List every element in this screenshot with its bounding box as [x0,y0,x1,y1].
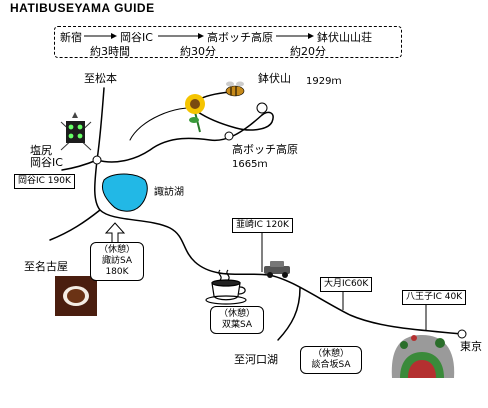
label-kawaguchiko: 至河口湖 [234,353,278,366]
label-nirasaki: 韮崎IC 120K [232,218,293,233]
rest-futaba-name: 双葉SA [221,320,253,330]
rest-dangozaka-tag: （休憩） [312,349,349,359]
road-upper-curve [129,107,201,141]
route-stop-takabotchi: 高ボッチ高原 [207,31,273,44]
rest-suwa-tag: （休憩） [98,245,135,255]
coffee-photo-icon [55,276,97,316]
route-time-3: 約20分 [290,45,326,58]
sunflower-icon [185,94,205,133]
traffic-light-icon [60,112,92,151]
road-to-matsumoto [96,87,105,161]
label-hachibuse-alt: 1929ｍ [306,76,342,87]
label-tokyo: 東京 [460,340,482,353]
route-summary [54,26,402,58]
rest-suwa-sa: （休憩） 諏訪SA 180K [90,242,144,281]
bee-icon [225,81,245,97]
hachibuse-node [256,102,268,114]
road-to-nagoya [49,209,101,241]
road-to-shiojiri [61,159,98,171]
suwa-sa-arrow [104,222,126,243]
route-stop-sanso: 鉢伏山山荘 [317,31,372,44]
rest-futaba-sa: （休憩） 双葉SA [210,306,264,334]
label-takabotchi: 高ボッチ高原 [232,143,298,156]
tunnel-icon [391,335,455,378]
map-title: HATIBUSEYAMA GUIDE [10,1,155,15]
label-suwa-lake: 諏訪湖 [154,187,184,198]
route-stop-okaya-ic: 岡谷IC [120,31,153,44]
route-stop-shinjuku: 新宿 [60,31,82,44]
car-icon [264,261,290,278]
label-okaya-ic: 岡谷IC [30,156,63,169]
suwa-lake [101,173,148,212]
rest-dangozaka-sa: （休憩） 談合坂SA [300,346,362,374]
rest-dangozaka-name: 談合坂SA [311,360,351,370]
route-time-2: 約30分 [180,45,216,58]
label-nagoya: 至名古屋 [24,260,68,273]
coffee-cup-icon [205,269,247,305]
label-otsuki: 大月IC60K [320,277,373,292]
label-matsumoto: 至松本 [84,72,117,85]
label-hachibuse: 鉢伏山 [258,72,291,85]
route-time-1: 約3時間 [90,45,130,58]
label-hachioji: 八王子IC 40K [402,290,467,305]
expressway-main [94,159,463,335]
label-shiojiri: 塩尻 [30,144,52,157]
rest-suwa-km: 180K [105,267,129,277]
rest-futaba-tag: （休憩） [218,309,255,319]
rest-suwa-name: 諏訪SA [101,256,133,266]
label-okaya-km: 岡谷IC 190K [14,174,75,189]
tokyo-node [457,329,467,339]
takabotchi-node [224,131,234,141]
okaya-ic-node [92,155,102,165]
label-takabotchi-alt: 1665ｍ [232,159,268,170]
road-to-kawaguchiko [277,287,301,341]
